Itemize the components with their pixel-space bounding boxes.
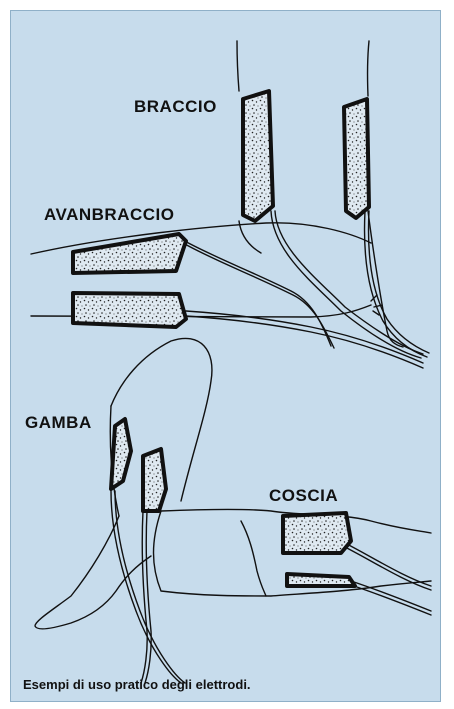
electrode-pad-avanbraccio-top — [73, 234, 186, 273]
electrode-illustration — [11, 11, 441, 702]
electrode-pad-avanbraccio-bottom — [73, 293, 186, 327]
illustration-panel: BRACCIO AVANBRACCIO GAMBA COSCIA Esempi … — [10, 10, 441, 702]
label-gamba: GAMBA — [25, 413, 92, 433]
label-coscia: COSCIA — [269, 486, 338, 506]
electrode-pad-coscia-bottom — [287, 574, 355, 586]
electrode-pad-coscia-top — [283, 513, 351, 553]
electrode-pad-gamba-left — [111, 419, 131, 489]
electrode-pad-braccio-left — [243, 91, 273, 221]
forearm-cables — [181, 239, 423, 368]
label-braccio: BRACCIO — [134, 97, 217, 117]
figure-caption: Esempi di uso pratico degli elettrodi. — [23, 677, 251, 692]
electrode-pad-braccio-right — [344, 99, 369, 218]
leg-outline — [35, 338, 431, 628]
electrode-pad-gamba-right — [143, 449, 166, 511]
label-avanbraccio: AVANBRACCIO — [44, 205, 174, 225]
